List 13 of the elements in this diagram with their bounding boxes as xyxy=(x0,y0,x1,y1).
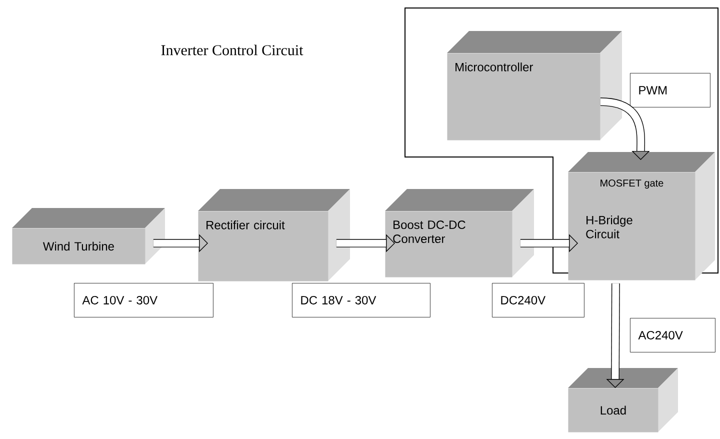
value-box: DC240V xyxy=(492,283,584,318)
block: Rectifier circuit xyxy=(198,189,350,282)
block: Load xyxy=(568,368,678,432)
value-box: PWM xyxy=(630,73,710,108)
value-box: DC 18V - 30V xyxy=(292,283,430,318)
block: Microcontroller xyxy=(447,31,622,140)
title: Inverter Control Circuit xyxy=(161,44,304,56)
block-arrow xyxy=(600,98,650,160)
block: Wind Turbine xyxy=(12,208,165,264)
value-box: AC 10V - 30V xyxy=(74,283,214,318)
block: MOSFET gate H-Bridge Circuit xyxy=(568,152,715,280)
value-box: AC240V xyxy=(630,318,716,352)
block: Boost DC-DC Converter xyxy=(385,189,534,278)
